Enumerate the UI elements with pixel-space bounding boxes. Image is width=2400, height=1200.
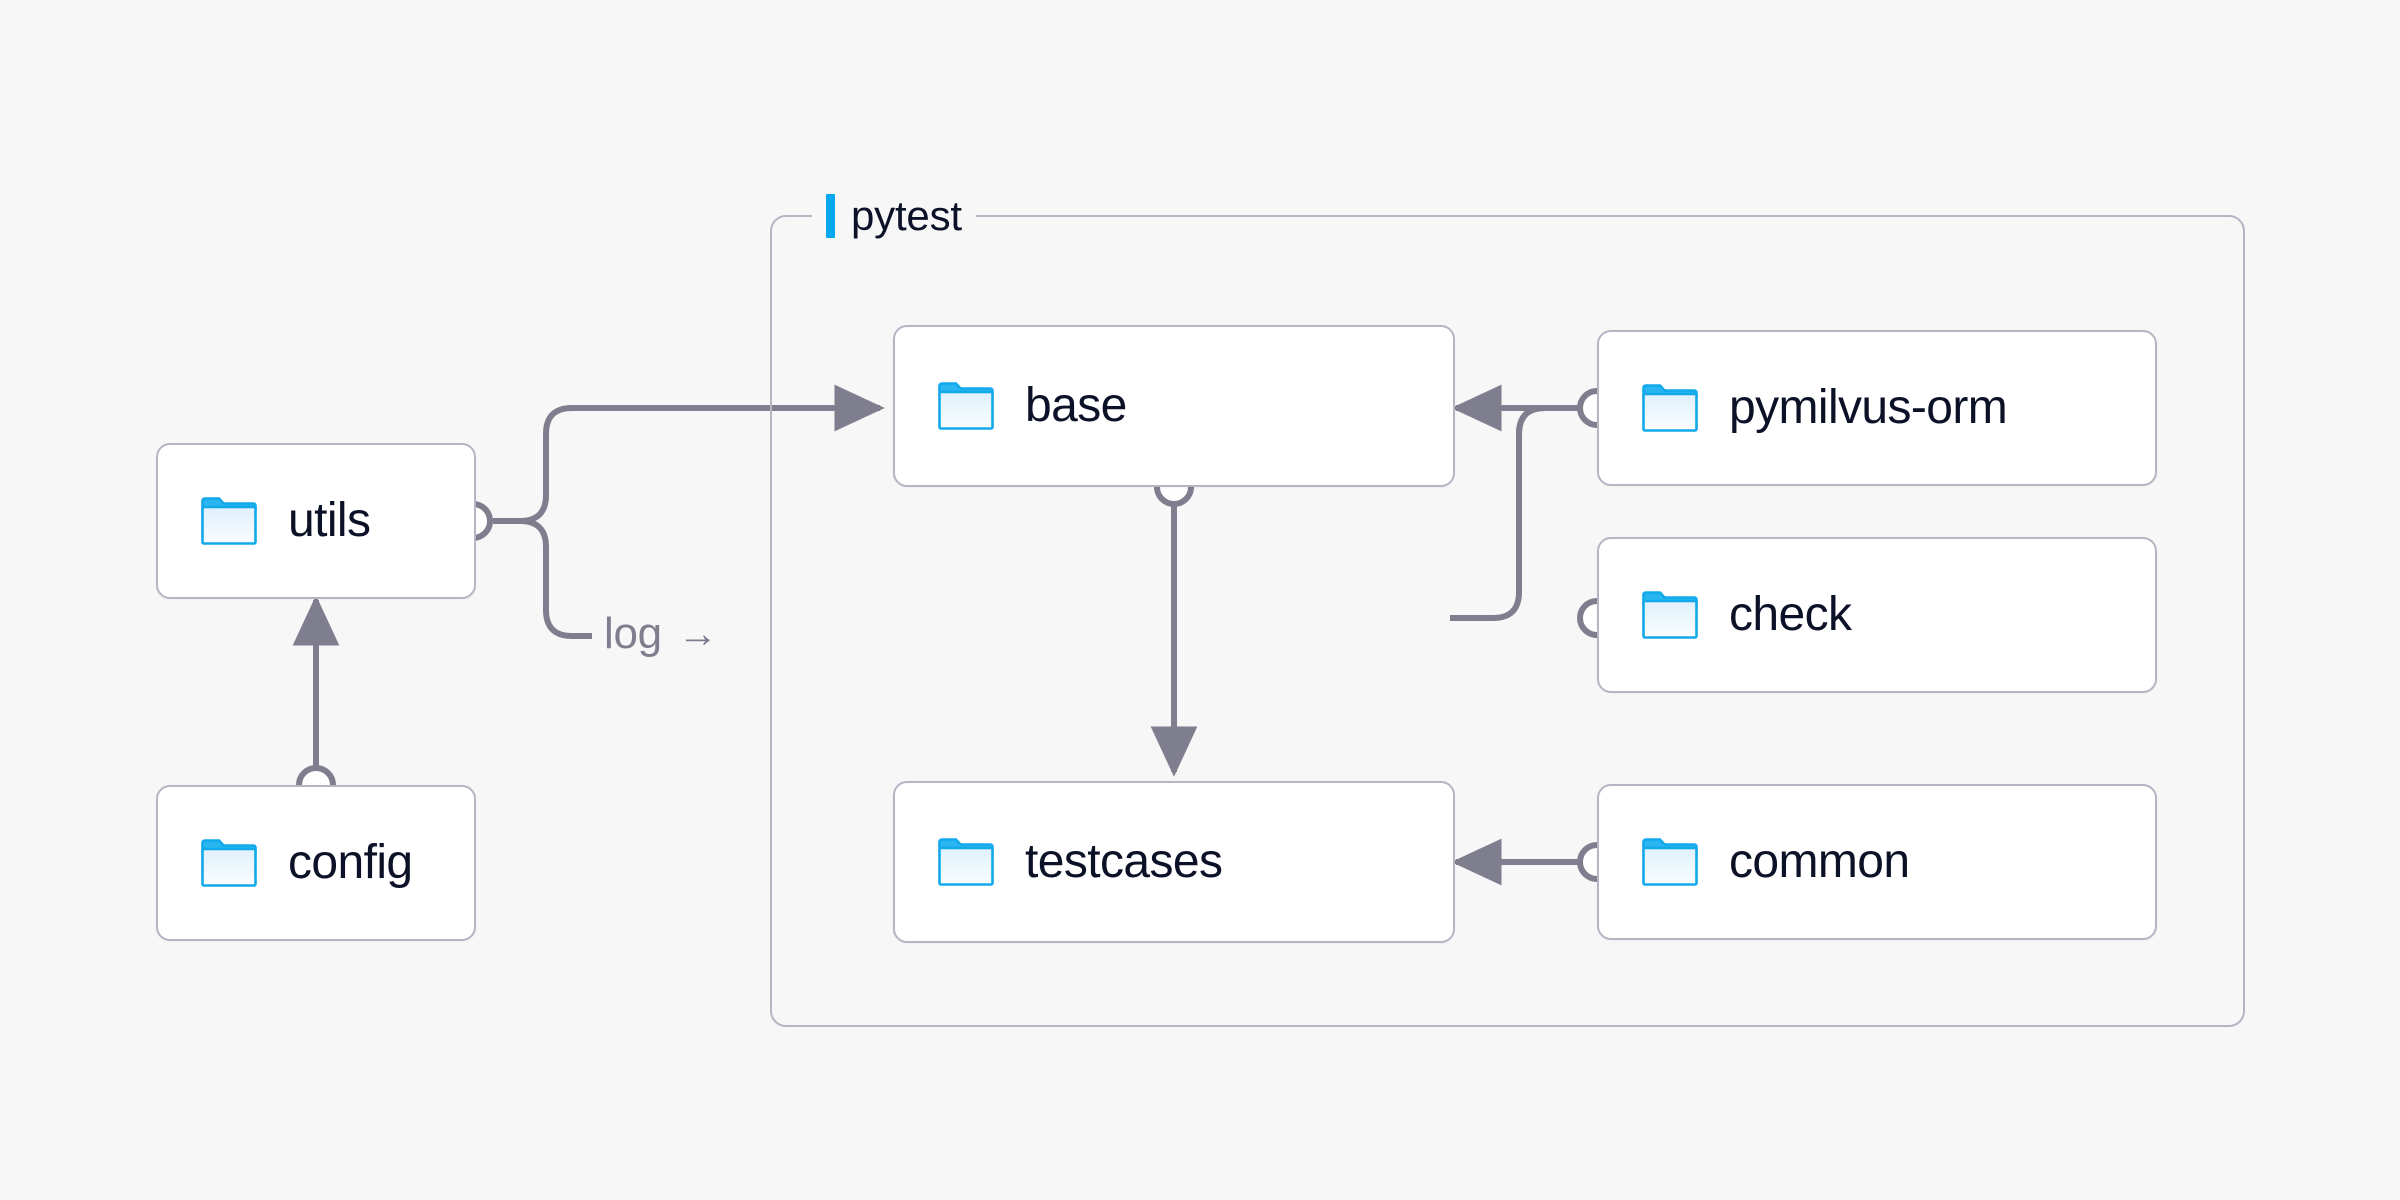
edge-utils-log-stub: [493, 518, 592, 639]
node-config[interactable]: config: [156, 785, 476, 941]
group-container-pytest: [770, 215, 2245, 1027]
node-base[interactable]: base: [893, 325, 1455, 487]
accent-bar-icon: [826, 194, 835, 238]
folder-icon: [201, 839, 257, 887]
node-label: config: [288, 836, 413, 889]
node-pymilvus-orm[interactable]: pymilvus-orm: [1597, 330, 2157, 486]
folder-icon: [938, 382, 994, 430]
node-label: utils: [288, 494, 371, 547]
node-common[interactable]: common: [1597, 784, 2157, 940]
node-label: testcases: [1025, 835, 1223, 888]
node-label: pymilvus-orm: [1729, 381, 2008, 434]
node-testcases[interactable]: testcases: [893, 781, 1455, 943]
node-check[interactable]: check: [1597, 537, 2157, 693]
folder-icon: [1642, 591, 1698, 639]
folder-icon: [201, 497, 257, 545]
node-label: check: [1729, 588, 1852, 641]
node-label: common: [1729, 835, 1910, 888]
edge-label-log: log →: [604, 612, 718, 656]
folder-icon: [1642, 838, 1698, 886]
group-label-pytest: pytest: [812, 190, 976, 242]
node-utils[interactable]: utils: [156, 443, 476, 599]
folder-icon: [938, 838, 994, 886]
arrow-right-icon: →: [677, 612, 718, 656]
folder-icon: [1642, 384, 1698, 432]
edge-label-log-text: log: [604, 609, 662, 658]
group-title: pytest: [851, 192, 962, 239]
node-label: base: [1025, 379, 1127, 432]
